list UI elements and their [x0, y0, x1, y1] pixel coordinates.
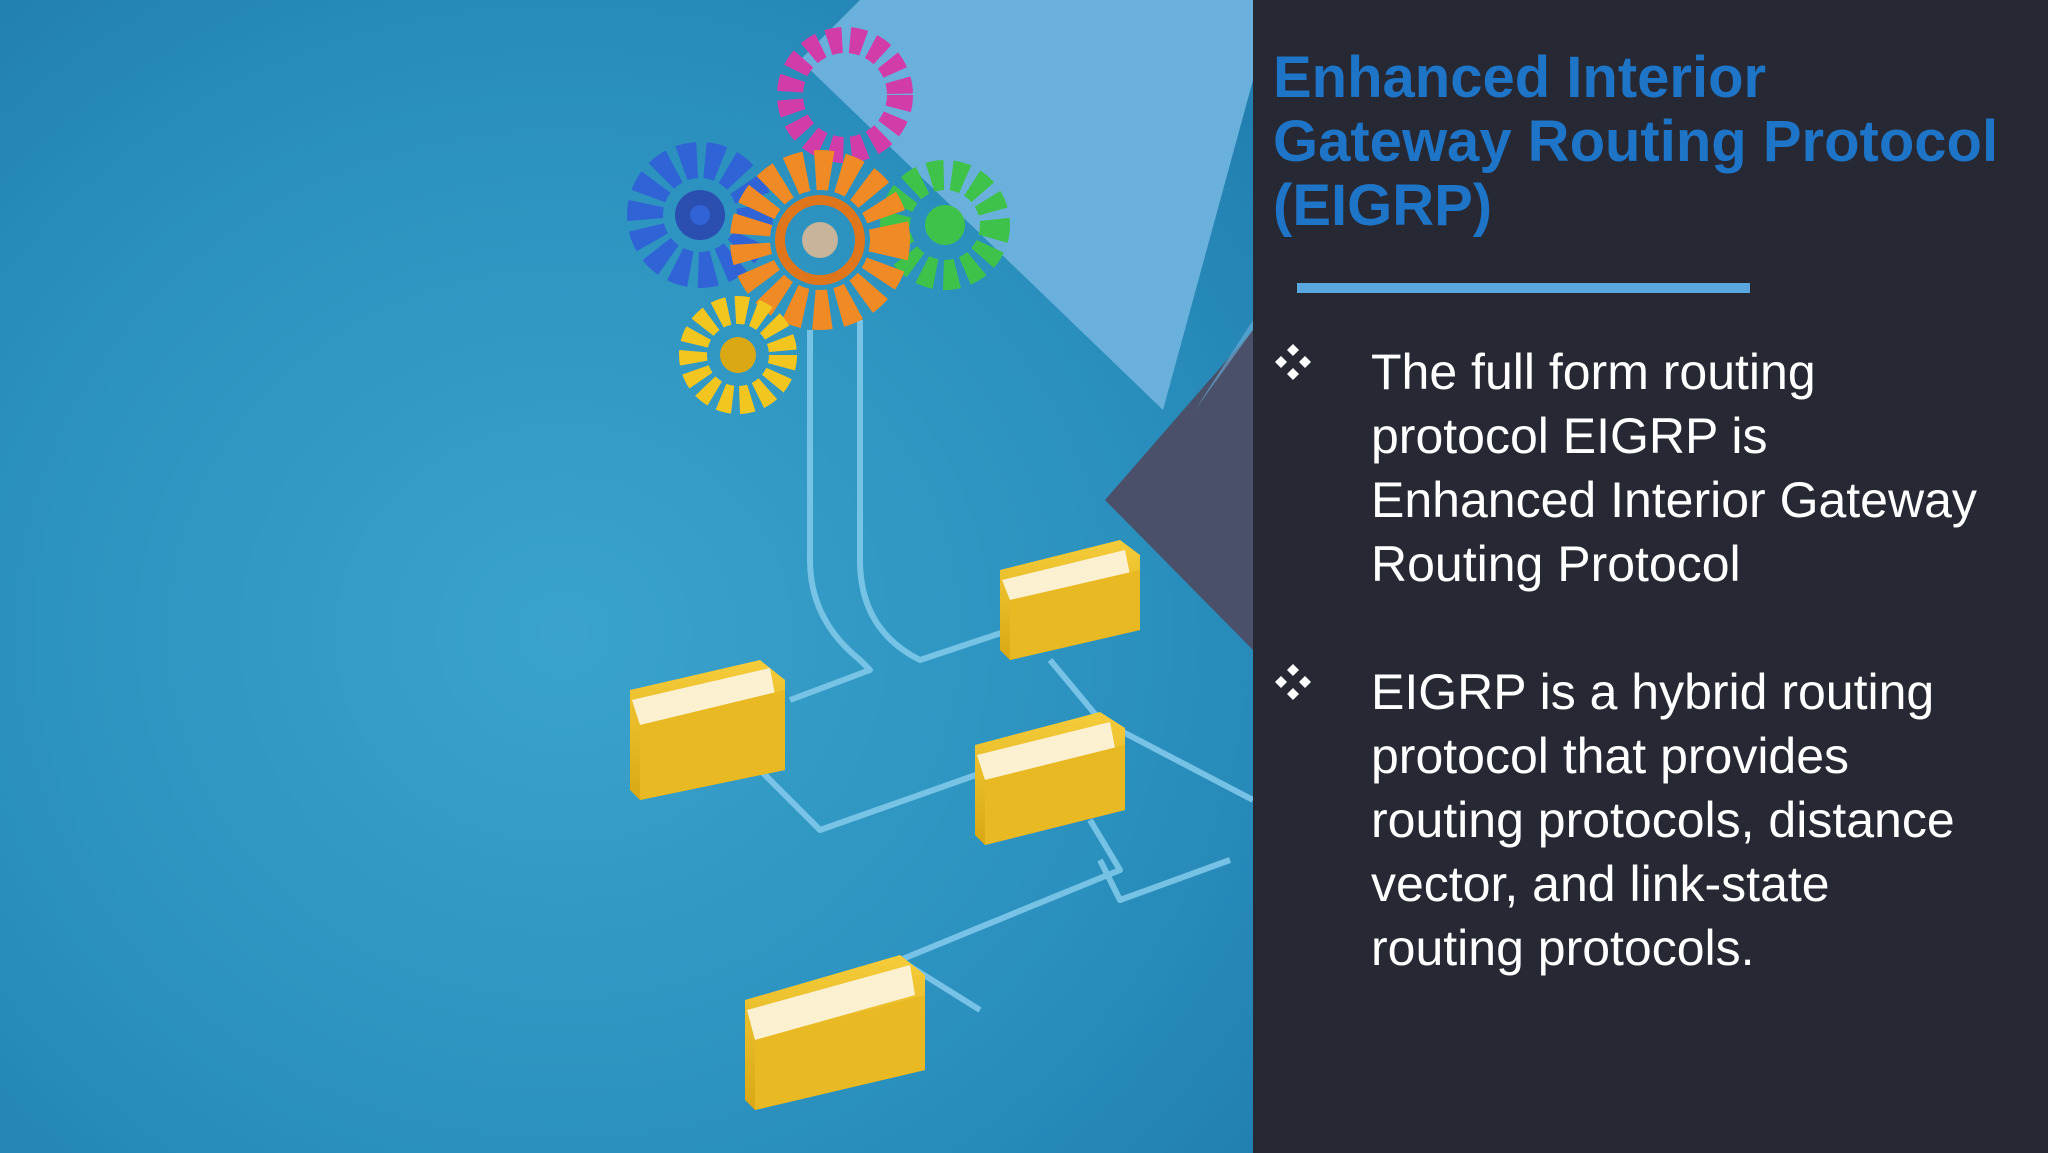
folder-icon-3: [975, 712, 1125, 845]
bullet-1-line-2: protocol EIGRP is: [1371, 408, 1768, 464]
title-divider: [1297, 283, 1750, 293]
four-diamond-bullet-icon: [1275, 664, 1311, 700]
bullet-1-line-1: The full form routing: [1371, 344, 1816, 400]
dark-triangle-shape: [1105, 330, 1253, 650]
bullet-1-line-3: Enhanced Interior Gateway: [1371, 472, 1977, 528]
bullet-2-line-2: protocol that provides: [1371, 728, 1850, 784]
light-triangle-shape: [800, 0, 1253, 410]
title-line-2: Gateway Routing Protocol: [1273, 109, 1999, 174]
gear-yellow-icon: [679, 296, 797, 414]
bullet-2-line-5: routing protocols.: [1371, 920, 1755, 976]
bullet-text-2: EIGRP is a hybrid routing protocol that …: [1371, 660, 1955, 980]
gears-folders-illustration: [0, 0, 1253, 1153]
folder-icon-4: [745, 955, 925, 1110]
text-panel: [1253, 0, 2048, 1153]
folder-icon-2: [1000, 540, 1140, 660]
four-diamond-bullet-icon: [1275, 344, 1311, 380]
title-line-3: (EIGRP): [1273, 173, 1493, 238]
gear-blue-icon: [627, 142, 773, 288]
gear-magenta-icon: [777, 27, 913, 163]
bullet-2-line-3: routing protocols, distance: [1371, 792, 1955, 848]
title-line-1: Enhanced Interior: [1273, 46, 1767, 110]
gear-orange-icon: [730, 150, 910, 330]
bullet-2-line-4: vector, and link-state: [1371, 856, 1830, 912]
bullet-1-line-4: Routing Protocol: [1371, 536, 1741, 592]
slide-title: Enhanced Interior Gateway Routing Protoc…: [1273, 46, 2048, 238]
bullet-text-1: The full form routing protocol EIGRP is …: [1371, 340, 1977, 596]
folder-icon-1: [630, 660, 785, 800]
bullet-2-line-1: EIGRP is a hybrid routing: [1371, 664, 1935, 720]
